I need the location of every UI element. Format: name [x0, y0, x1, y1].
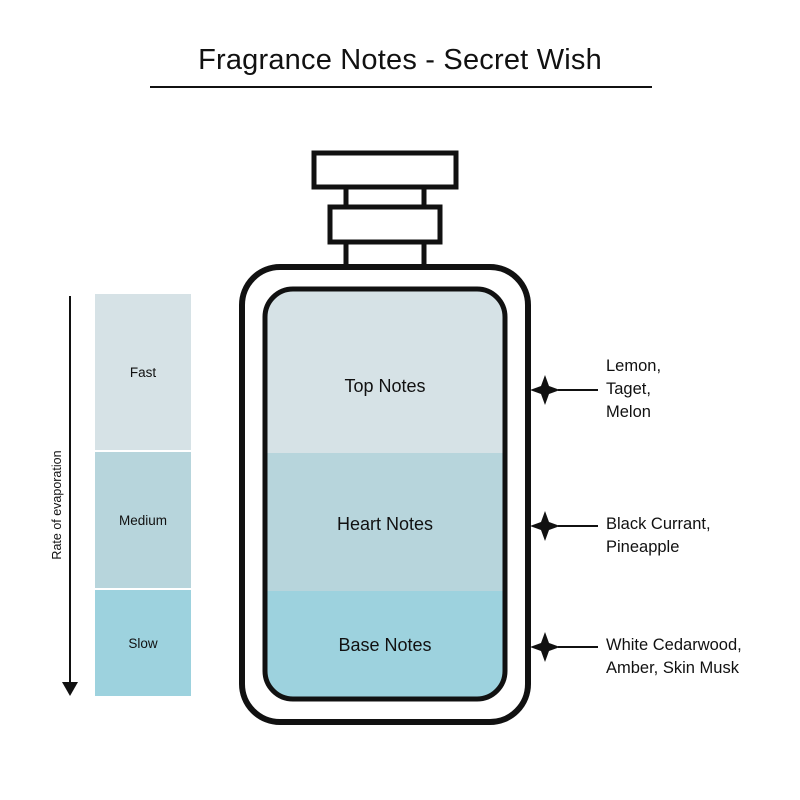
- note-item: Melon: [606, 401, 661, 424]
- level-slow-label: Slow: [95, 590, 191, 696]
- level-medium-label: Medium: [95, 452, 191, 588]
- heart-notes-label: Heart Notes: [285, 514, 485, 535]
- base-notes-list: White Cedarwood, Amber, Skin Musk: [606, 634, 742, 680]
- top-notes-list: Lemon, Taget, Melon: [606, 355, 661, 424]
- top-notes-label: Top Notes: [285, 376, 485, 397]
- level-fast-label: Fast: [95, 294, 191, 450]
- sparkle-icon: [530, 511, 560, 541]
- sparkle-icon: [530, 375, 560, 405]
- evaporation-arrow-head: [62, 682, 78, 696]
- note-item: Pineapple: [606, 536, 711, 559]
- note-item: Taget,: [606, 378, 661, 401]
- base-notes-connector: [530, 632, 598, 662]
- rate-of-evaporation-label: Rate of evaporation: [50, 355, 66, 655]
- zone-top-fill: [265, 289, 505, 453]
- heart-notes-list: Black Currant, Pineapple: [606, 513, 711, 559]
- note-item: Black Currant,: [606, 513, 711, 536]
- bottle-cap-top: [314, 153, 456, 187]
- top-notes-connector: [530, 375, 598, 405]
- note-item: White Cedarwood,: [606, 634, 742, 657]
- base-notes-label: Base Notes: [285, 635, 485, 656]
- sparkle-icon: [530, 632, 560, 662]
- bottle-cap-collar: [330, 207, 440, 242]
- note-item: Amber, Skin Musk: [606, 657, 742, 680]
- note-item: Lemon,: [606, 355, 661, 378]
- heart-notes-connector: [530, 511, 598, 541]
